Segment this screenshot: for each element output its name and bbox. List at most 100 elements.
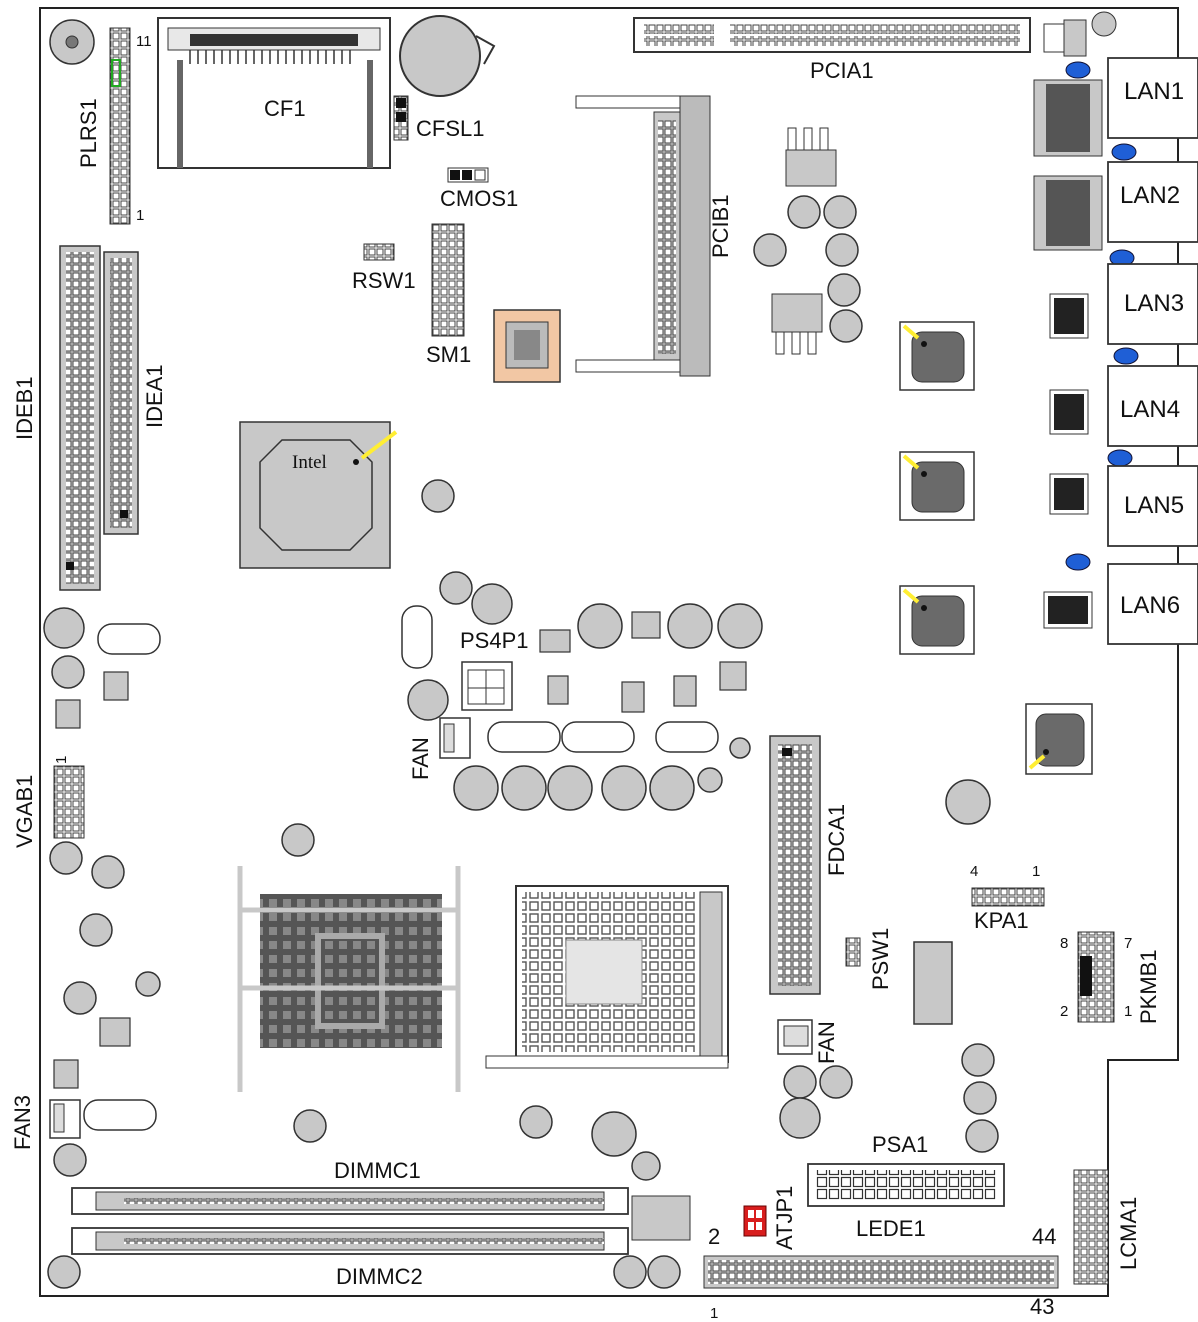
label-lan2: LAN2 — [1120, 182, 1181, 209]
lan-ports — [1107, 57, 1198, 645]
label-kpa1: KPA1 — [974, 908, 1029, 933]
pcia1-side-component — [1043, 11, 1117, 57]
ideb1-connector — [59, 245, 101, 591]
transistors-center — [539, 611, 747, 713]
label-ideb1: IDEB1 — [12, 376, 37, 440]
rsw1-header — [363, 243, 395, 261]
psw1-header — [845, 937, 861, 967]
label-dimmc2: DIMMC2 — [336, 1264, 423, 1289]
atjp1-jumper — [743, 1205, 767, 1237]
label-pkmb1-2: 2 — [1060, 1003, 1069, 1020]
label-plrs1: PLRS1 — [76, 98, 101, 168]
lan-inductor-5 — [1049, 473, 1089, 515]
header-44pin — [703, 1255, 1059, 1289]
label-ps4p1: PS4P1 — [460, 628, 529, 653]
intel-chipset — [239, 421, 398, 569]
fdca1-connector — [769, 735, 821, 995]
cmos1-jumper — [447, 167, 489, 183]
label-fan3: FAN3 — [10, 1094, 35, 1150]
cf1-slot — [157, 17, 391, 169]
orange-chip — [493, 309, 561, 383]
label-lan3: LAN3 — [1124, 290, 1185, 317]
label-psw1: PSW1 — [868, 927, 893, 990]
transistors-left — [53, 671, 131, 1089]
label-fan-mid: FAN — [814, 1021, 839, 1064]
kpa1-header — [971, 887, 1045, 907]
pkmb1-header — [1077, 931, 1115, 1023]
regulator-bottom — [771, 293, 823, 355]
cpu-socket — [485, 885, 729, 1069]
lcma1-header — [1073, 1169, 1109, 1285]
label-plrs-top: 11 — [136, 33, 152, 50]
label-lan4: LAN4 — [1120, 396, 1181, 423]
label-lcma1: LCMA1 — [1116, 1196, 1141, 1270]
pcia1-slot — [633, 17, 1031, 53]
label-dimmc1: DIMMC1 — [334, 1158, 421, 1183]
label-header-44: 44 — [1032, 1224, 1057, 1249]
fan-header-cpu — [439, 717, 471, 759]
plrs1-header — [109, 27, 131, 225]
north-bridge — [237, 866, 461, 1092]
label-lan1: LAN1 — [1124, 78, 1185, 105]
label-fdca1: FDCA1 — [824, 803, 849, 876]
psa1-connector — [807, 1163, 1005, 1207]
coils — [83, 605, 719, 1131]
capacitors-lower — [519, 779, 999, 1289]
label-pkmb1: PKMB1 — [1136, 949, 1161, 1024]
dimm-side-component — [631, 1195, 691, 1241]
ps4p1-connector — [461, 661, 513, 711]
label-intel: Intel — [292, 452, 327, 473]
capacitors-pcib — [753, 195, 863, 343]
lan-transformer-1 — [1033, 79, 1103, 157]
label-lede1: LEDE1 — [856, 1216, 926, 1241]
cfsl1-jumper — [393, 95, 409, 141]
label-idea1: IDEA1 — [142, 364, 167, 428]
dimmc2-slot — [71, 1227, 629, 1255]
dimmc1-slot — [71, 1187, 629, 1215]
lan-inductor-3 — [1049, 293, 1089, 339]
label-fan-cpu: FAN — [408, 737, 433, 780]
label-lan6: LAN6 — [1120, 592, 1181, 619]
board-outline — [39, 7, 1179, 1297]
lan-inductor-4 — [1049, 389, 1089, 435]
lan-controller-1 — [899, 321, 975, 391]
lan-inductor-6 — [1043, 591, 1093, 629]
lan-controller-4 — [1025, 703, 1093, 775]
label-vgab1-pin: 1 — [53, 755, 70, 764]
label-sm1: SM1 — [426, 342, 472, 367]
capacitors-left — [43, 607, 327, 1289]
cmos-battery — [399, 15, 496, 97]
label-cfsl1: CFSL1 — [416, 116, 485, 141]
lan-controller-3 — [899, 585, 975, 655]
fan3-header — [49, 1099, 81, 1139]
lan-controller-2 — [899, 451, 975, 521]
label-cf1: CF1 — [264, 96, 306, 121]
label-pkmb1-8: 8 — [1060, 935, 1069, 952]
capacitors-center — [407, 479, 763, 811]
label-header-1: 1 — [710, 1305, 719, 1322]
label-vgab1: VGAB1 — [12, 774, 37, 848]
label-atjp1: ATJP1 — [772, 1185, 797, 1250]
lan-transformer-2 — [1033, 175, 1103, 251]
fan-header-mid — [777, 1019, 813, 1055]
label-cmos1: CMOS1 — [440, 186, 519, 211]
label-header-2: 2 — [708, 1224, 721, 1249]
buzzer — [49, 19, 95, 65]
label-pcia1: PCIA1 — [810, 58, 874, 83]
label-pkmb1-1: 1 — [1124, 1003, 1133, 1020]
sm1-header — [431, 223, 465, 337]
label-pkmb1-7: 7 — [1124, 935, 1133, 952]
label-header-43: 43 — [1030, 1294, 1055, 1319]
label-rsw1: RSW1 — [352, 268, 416, 293]
idea1-connector — [103, 251, 139, 535]
vgab1-header — [53, 765, 85, 839]
pcib1-slot — [575, 95, 711, 377]
label-psa1: PSA1 — [872, 1132, 929, 1157]
soic-chip — [913, 941, 953, 1025]
label-pcib1: PCIB1 — [708, 194, 733, 258]
lan-caps — [1065, 61, 1139, 571]
label-lan5: LAN5 — [1124, 492, 1185, 519]
regulator-top — [785, 127, 837, 187]
label-plrs-bottom: 1 — [136, 207, 145, 224]
